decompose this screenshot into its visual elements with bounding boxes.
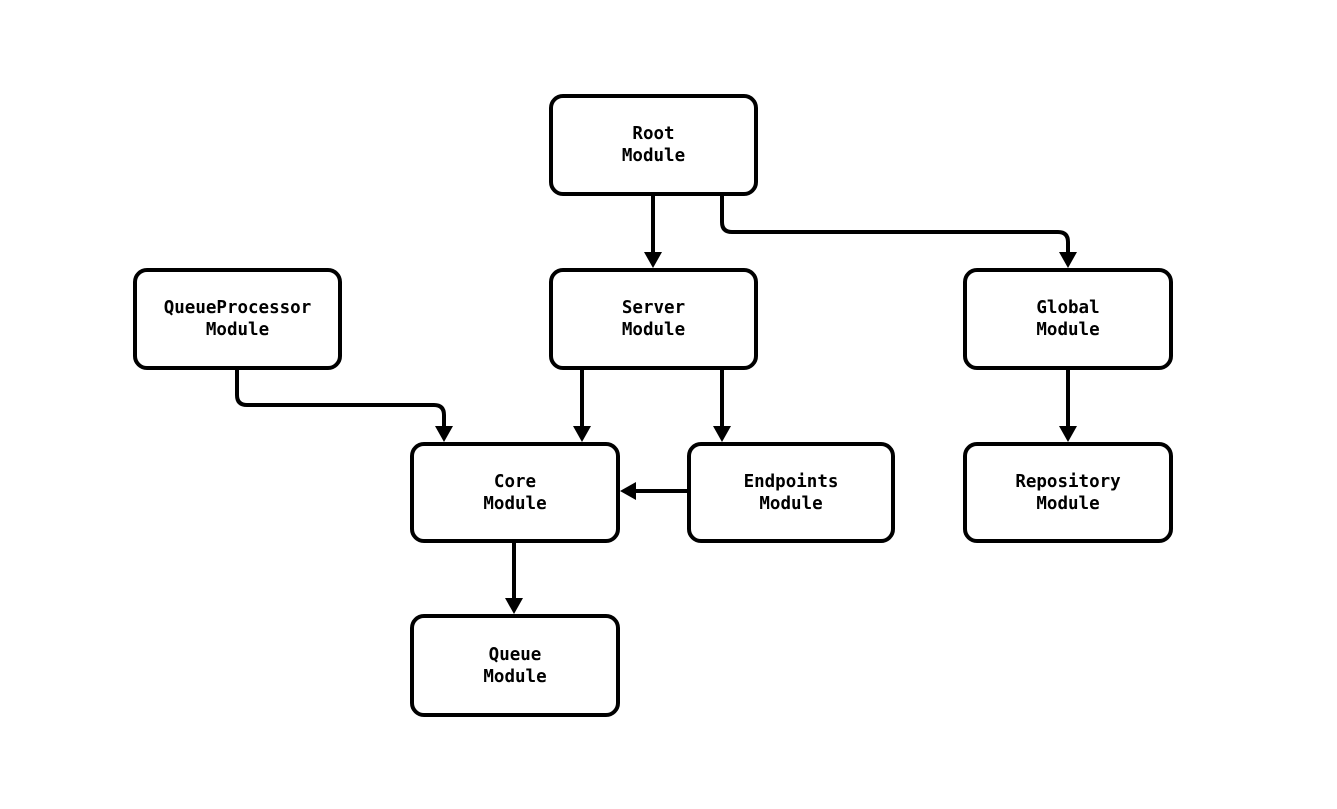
repository-module-label-line2: Module: [1036, 493, 1100, 514]
edge-endpoints-to-core-arrowhead: [620, 482, 636, 500]
root-module-label-line1: Root: [632, 124, 675, 144]
endpoints-module-node[interactable]: Endpoints Module: [687, 442, 895, 543]
edge-root-to-global-arrowhead: [1059, 252, 1077, 268]
edge-root-to-global: [720, 196, 1070, 262]
global-module-label-line1: Global: [1036, 298, 1100, 318]
queue-module-node[interactable]: Queue Module: [410, 614, 620, 717]
queue-module-label-line2: Module: [483, 666, 547, 687]
edge-core-to-queue-arrowhead: [505, 598, 523, 614]
server-module-node[interactable]: Server Module: [549, 268, 758, 370]
queueprocessor-module-label-line1: QueueProcessor: [163, 298, 312, 318]
edge-server-to-endpoints-arrowhead: [713, 426, 731, 442]
edge-global-to-repository-arrowhead: [1059, 426, 1077, 442]
core-module-label-line2: Module: [483, 493, 547, 514]
edge-root-to-server-arrowhead: [644, 252, 662, 268]
server-module-label-line1: Server: [621, 298, 686, 318]
edge-queueprocessor-to-core-arrowhead: [435, 426, 453, 442]
repository-module-label-line1: Repository: [1015, 471, 1121, 492]
repository-module-node[interactable]: Repository Module: [963, 442, 1173, 543]
edge-queueprocessor-to-core: [235, 370, 446, 436]
global-module-node[interactable]: Global Module: [963, 268, 1173, 370]
queue-module-label-line1: Queue: [488, 644, 542, 665]
endpoints-module-label-line2: Module: [759, 493, 823, 514]
global-module-label-line2: Module: [1036, 320, 1100, 340]
core-module-label-line1: Core: [493, 471, 537, 492]
endpoints-module-label-line1: Endpoints: [743, 471, 839, 492]
server-module-label-line2: Module: [621, 320, 686, 340]
queueprocessor-module-label-line2: Module: [205, 320, 270, 340]
root-module-node[interactable]: Root Module: [549, 94, 758, 196]
edge-server-to-core-arrowhead: [573, 426, 591, 442]
root-module-label-line2: Module: [621, 146, 686, 166]
queueprocessor-module-node[interactable]: QueueProcessor Module: [133, 268, 342, 370]
core-module-node[interactable]: Core Module: [410, 442, 620, 543]
